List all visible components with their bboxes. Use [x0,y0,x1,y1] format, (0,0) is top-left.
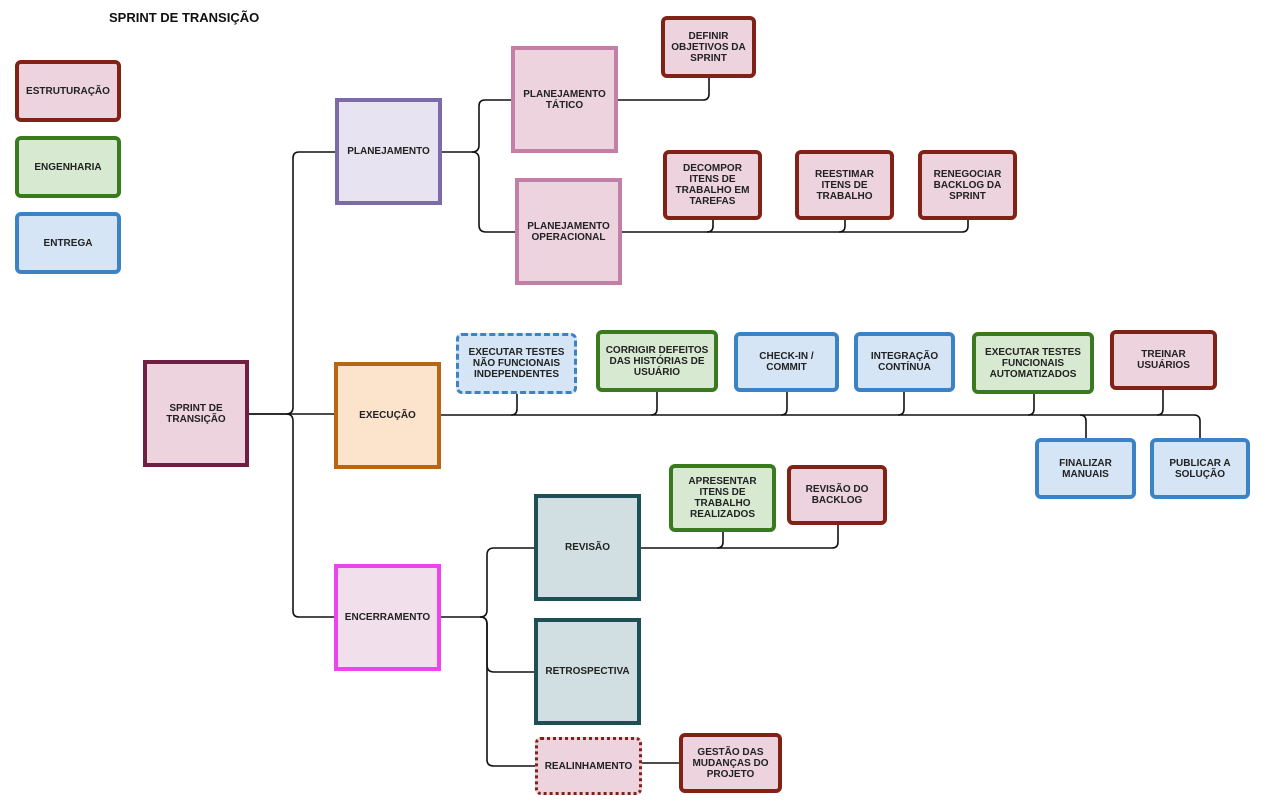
connector-execucao [441,414,1201,439]
diagram-title: SPRINT DE TRANSIÇÃO [109,10,260,25]
node-reestimar-itens: REESTIMAR ITENS DE TRABALHO [795,150,894,220]
node-revisao: REVISÃO [534,494,641,601]
legend-estruturacao: ESTRUTURAÇÃO [15,60,121,122]
node-corrigir-defeitos: CORRIGIR DEFEITOS DAS HISTÓRIAS DE USUÁR… [596,330,718,392]
node-sprint-de-transicao: SPRINT DE TRANSIÇÃO [143,360,249,467]
node-planejamento-tatico: PLANEJAMENTO TÁTICO [511,46,618,153]
connector-encerramento [441,547,535,618]
legend-engenharia: ENGENHARIA [15,136,121,198]
node-integracao-continua: INTEGRAÇÃO CONTÍNUA [854,332,955,392]
connector-planejamento [441,99,512,153]
node-encerramento: ENCERRAMENTO [334,564,441,671]
node-planejamento-operacional: PLANEJAMENTO OPERACIONAL [515,178,622,285]
node-testes-nao-funcionais: EXECUTAR TESTES NÃO FUNCIONAIS INDEPENDE… [456,333,577,394]
node-realinhamento: REALINHAMENTO [535,737,642,795]
node-checkin-commit: CHECK-IN / COMMIT [734,332,839,392]
node-treinar-usuarios: TREINAR USUÁRIOS [1110,330,1217,390]
node-gestao-mudancas: GESTÃO DAS MUDANÇAS DO PROJETO [679,733,782,793]
node-execucao: EXECUÇÃO [334,362,441,469]
connector-root-phases [248,151,336,415]
node-publicar-solucao: PUBLICAR A SOLUÇÃO [1150,438,1250,499]
node-retrospectiva: RETROSPECTIVA [534,618,641,725]
node-revisao-backlog: REVISÃO DO BACKLOG [787,465,887,525]
node-finalizar-manuais: FINALIZAR MANUAIS [1035,438,1136,499]
node-definir-objetivos: DEFINIR OBJETIVOS DA SPRINT [661,16,756,78]
legend-entrega: ENTREGA [15,212,121,274]
node-apresentar-itens: APRESENTAR ITENS DE TRABALHO REALIZADOS [669,464,776,532]
node-decompor-itens: DECOMPOR ITENS DE TRABALHO EM TAREFAS [663,150,762,220]
node-testes-funcionais: EXECUTAR TESTES FUNCIONAIS AUTOMATIZADOS [972,332,1094,394]
node-renegociar-backlog: RENEGOCIAR BACKLOG DA SPRINT [918,150,1017,220]
node-planejamento: PLANEJAMENTO [335,98,442,205]
